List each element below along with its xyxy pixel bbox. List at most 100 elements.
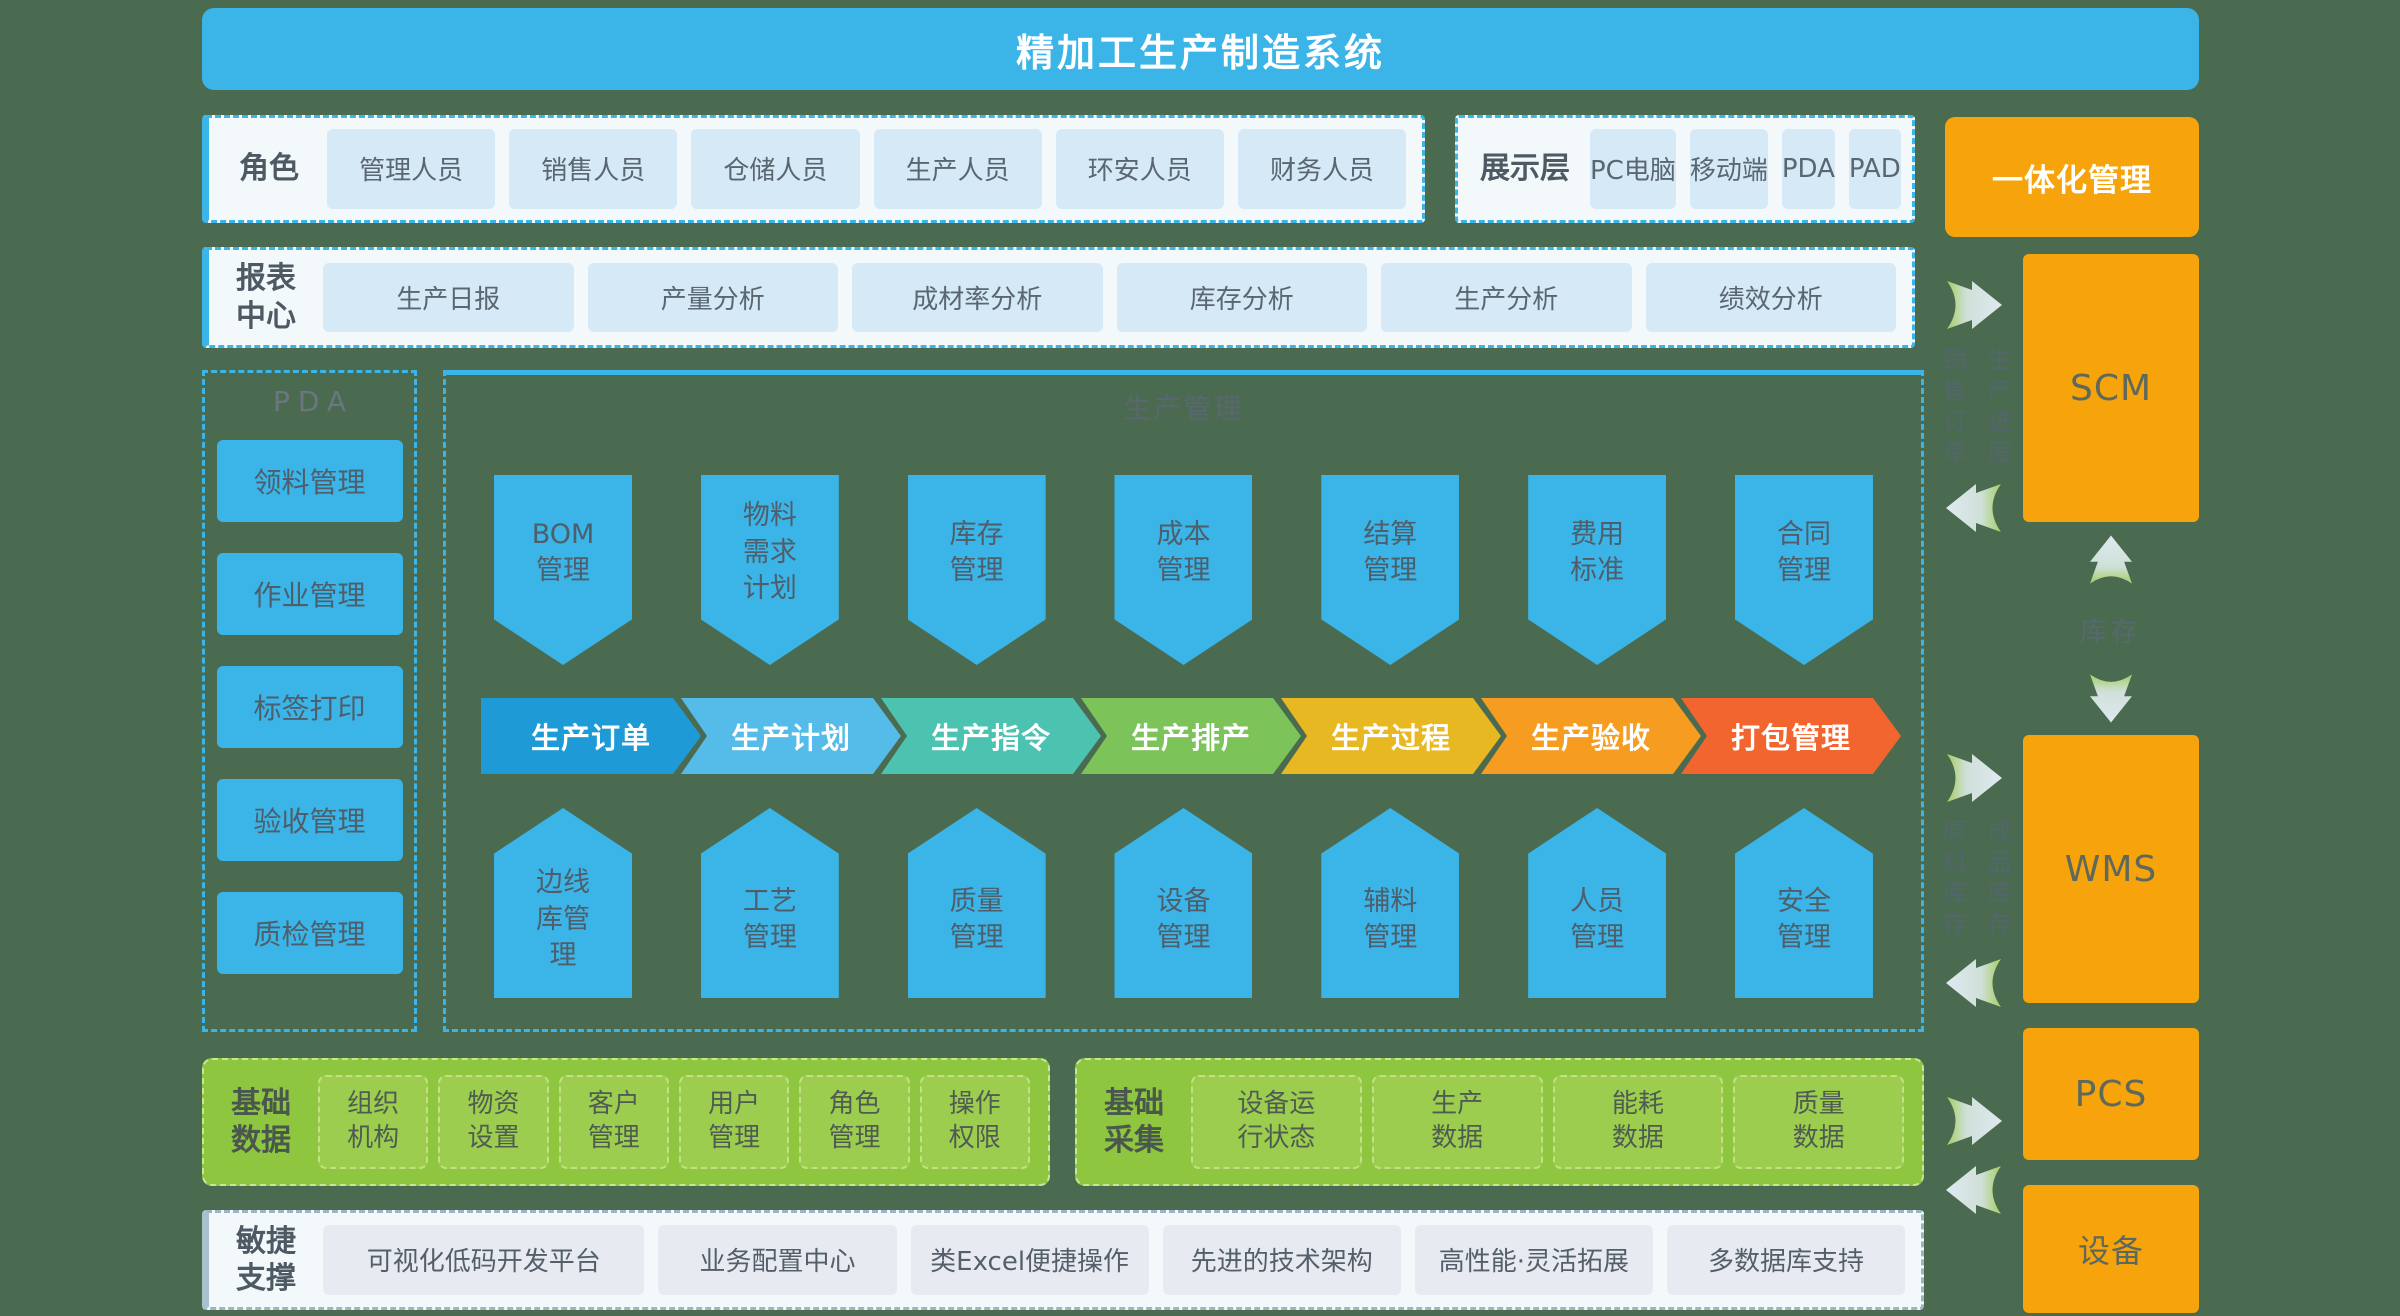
module-shape: 质量管理 — [907, 808, 1046, 998]
flow-step: 生产订单 — [481, 698, 701, 774]
module-shape: 库存管理 — [907, 475, 1046, 665]
page-title: 精加工生产制造系统 — [202, 8, 2199, 90]
device-box: 设备 — [2023, 1185, 2199, 1313]
arrow-left-icon — [1942, 955, 2006, 1011]
role-item: 环安人员 — [1055, 129, 1224, 209]
report-item: 库存分析 — [1116, 263, 1367, 332]
production-flow: 生产订单 生产计划 生产指令 生产排产 生产过程 生产验收 打包管理 — [481, 698, 1901, 774]
arrow-right-icon — [1942, 1093, 2006, 1149]
base-collect-list: 设备运行状态 生产数据 能耗数据 质量数据 — [1191, 1074, 1904, 1170]
display-layer-panel: 展示层 PC电脑 移动端 PDA PAD — [1455, 115, 1915, 223]
scm-flow-labels: 销售订单 生产进度 — [1939, 346, 2013, 470]
wms-flow-labels: 原料库存 成品库存 — [1939, 818, 2013, 942]
module-shape: 设备管理 — [1114, 808, 1253, 998]
flow-step: 生产计划 — [681, 698, 901, 774]
module-shape: 结算管理 — [1321, 475, 1460, 665]
base-collect-label: 基础采集 — [1104, 1085, 1164, 1159]
roles-panel: 角色 管理人员 销售人员 仓储人员 生产人员 环安人员 财务人员 — [202, 115, 1425, 223]
agile-support-label: 敏捷支撑 — [236, 1223, 296, 1297]
flow-step: 生产指令 — [881, 698, 1101, 774]
module-shape: BOM管理 — [494, 475, 632, 665]
agile-item: 类Excel便捷操作 — [910, 1225, 1149, 1295]
base-data-list: 组织机构 物资设置 客户管理 用户管理 角色管理 操作权限 — [318, 1074, 1030, 1170]
base-data-item: 角色管理 — [799, 1074, 910, 1170]
arrow-right-icon — [1942, 750, 2006, 806]
base-data-panel: 基础数据 组织机构 物资设置 客户管理 用户管理 角色管理 操作权限 — [202, 1058, 1050, 1186]
report-list: 生产日报 产量分析 成材率分析 库存分析 生产分析 绩效分析 — [323, 263, 1896, 332]
flow-step: 生产过程 — [1281, 698, 1501, 774]
base-collect-item: 生产数据 — [1371, 1074, 1543, 1170]
pda-item: 质检管理 — [216, 892, 403, 974]
production-label: 生产管理 — [1123, 392, 1244, 425]
display-item: PDA — [1781, 129, 1835, 209]
module-shape: 成本管理 — [1114, 475, 1253, 665]
agile-item: 可视化低码开发平台 — [323, 1225, 645, 1295]
role-item: 生产人员 — [873, 129, 1042, 209]
module-shape: 合同管理 — [1734, 475, 1873, 665]
flow-step: 生产排产 — [1081, 698, 1301, 774]
base-collect-item: 能耗数据 — [1552, 1074, 1724, 1170]
production-bottom-modules: 边线库管理 工艺管理 质量管理 设备管理 辅料管理 人员管理 安全管理 — [446, 808, 1921, 998]
report-center-panel: 报表中心 生产日报 产量分析 成材率分析 库存分析 生产分析 绩效分析 — [202, 247, 1915, 348]
wms-box: WMS — [2023, 735, 2199, 1003]
report-item: 生产分析 — [1381, 263, 1632, 332]
arrow-left-icon — [1942, 480, 2006, 536]
report-item: 产量分析 — [587, 263, 838, 332]
pda-item: 验收管理 — [216, 779, 403, 861]
production-top-modules: BOM管理 物料需求计划 库存管理 成本管理 结算管理 费用标准 合同管理 — [446, 475, 1921, 665]
report-item: 绩效分析 — [1645, 263, 1896, 332]
module-shape: 边线库管理 — [494, 808, 632, 998]
base-collect-item: 质量数据 — [1733, 1074, 1904, 1170]
report-item: 成材率分析 — [852, 263, 1103, 332]
flow-step: 打包管理 — [1681, 698, 1901, 774]
module-shape: 辅料管理 — [1321, 808, 1460, 998]
base-data-item: 客户管理 — [558, 1074, 669, 1170]
arrow-right-icon — [1942, 277, 2006, 333]
role-item: 财务人员 — [1237, 129, 1407, 209]
base-data-label: 基础数据 — [231, 1085, 291, 1159]
agile-item: 多数据库支持 — [1666, 1225, 1905, 1295]
roles-label: 角色 — [239, 151, 299, 187]
pda-panel: PDA 领料管理 作业管理 标签打印 验收管理 质检管理 — [202, 370, 417, 1032]
pda-item: 领料管理 — [216, 440, 403, 522]
flow-step: 生产验收 — [1481, 698, 1701, 774]
arrow-down-icon — [2083, 666, 2139, 730]
base-data-item: 物资设置 — [438, 1074, 549, 1170]
module-shape: 安全管理 — [1734, 808, 1873, 998]
module-shape: 工艺管理 — [700, 808, 839, 998]
pda-item: 标签打印 — [216, 666, 403, 748]
arrow-up-icon — [2083, 528, 2139, 592]
role-item: 管理人员 — [327, 129, 496, 209]
role-item: 仓储人员 — [691, 129, 860, 209]
agile-support-panel: 敏捷支撑 可视化低码开发平台 业务配置中心 类Excel便捷操作 先进的技术架构… — [202, 1210, 1924, 1310]
scm-box: SCM — [2023, 254, 2199, 522]
arrow-left-icon — [1942, 1162, 2006, 1218]
base-data-item: 操作权限 — [919, 1074, 1030, 1170]
display-item: 移动端 — [1689, 129, 1768, 209]
display-layer-list: PC电脑 移动端 PDA PAD — [1590, 129, 1901, 209]
inventory-label: 库存 — [2080, 616, 2142, 648]
agile-item: 先进的技术架构 — [1162, 1225, 1401, 1295]
base-collect-item: 设备运行状态 — [1191, 1074, 1362, 1170]
integrated-management-box: 一体化管理 — [1945, 117, 2199, 237]
production-management-panel: 生产管理 BOM管理 物料需求计划 库存管理 成本管理 结算管理 费用标准 合同… — [443, 370, 1924, 1032]
pcs-box: PCS — [2023, 1028, 2199, 1160]
report-item: 生产日报 — [323, 263, 574, 332]
inventory-exchange: 库存 — [2023, 528, 2199, 730]
display-item: PC电脑 — [1590, 129, 1676, 209]
agile-list: 可视化低码开发平台 业务配置中心 类Excel便捷操作 先进的技术架构 高性能·… — [323, 1225, 1905, 1295]
display-item: PAD — [1848, 129, 1901, 209]
base-collect-panel: 基础采集 设备运行状态 生产数据 能耗数据 质量数据 — [1075, 1058, 1924, 1186]
module-shape: 费用标准 — [1528, 475, 1667, 665]
pda-label: PDA — [272, 385, 355, 418]
module-shape: 人员管理 — [1528, 808, 1667, 998]
agile-item: 业务配置中心 — [658, 1225, 897, 1295]
base-data-item: 用户管理 — [678, 1074, 790, 1170]
role-item: 销售人员 — [509, 129, 678, 209]
display-layer-label: 展示层 — [1480, 151, 1570, 187]
pda-item: 作业管理 — [216, 553, 403, 635]
base-data-item: 组织机构 — [318, 1074, 429, 1170]
roles-list: 管理人员 销售人员 仓储人员 生产人员 环安人员 财务人员 — [327, 129, 1407, 209]
agile-item: 高性能·灵活拓展 — [1414, 1225, 1653, 1295]
